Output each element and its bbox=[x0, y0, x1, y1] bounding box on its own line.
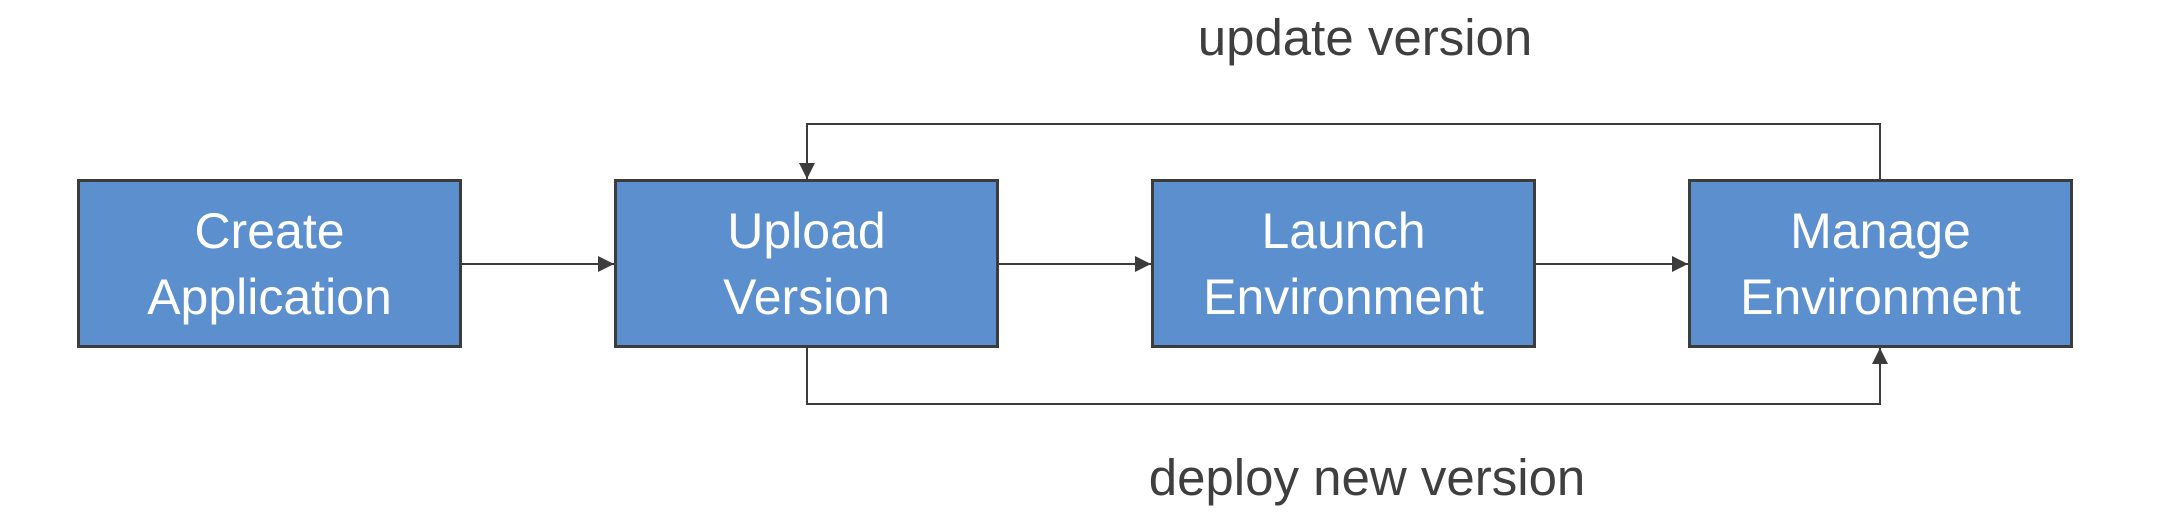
launch-environment-label: Launch Environment bbox=[1203, 198, 1484, 330]
box-label-line: Upload bbox=[727, 202, 886, 259]
box-label-line: Manage bbox=[1790, 202, 1971, 259]
upload-version-label: Upload Version bbox=[723, 198, 890, 330]
create-application-box: Create Application bbox=[77, 179, 462, 348]
box-label-line: Environment bbox=[1203, 268, 1484, 325]
launch-environment-box: Launch Environment bbox=[1151, 179, 1536, 348]
box-label-line: Launch bbox=[1261, 202, 1426, 259]
upload-version-box: Upload Version bbox=[614, 179, 999, 348]
arrow-deploy-new-version-loop bbox=[806, 348, 1888, 405]
update-version-label: update version bbox=[1197, 9, 1533, 66]
create-application-label: Create Application bbox=[147, 198, 392, 330]
box-label-line: Create bbox=[194, 202, 345, 259]
box-label-line: Environment bbox=[1740, 268, 2021, 325]
manage-environment-box: Manage Environment bbox=[1688, 179, 2073, 348]
arrow-update-version-loop bbox=[799, 123, 1881, 179]
manage-environment-label: Manage Environment bbox=[1740, 198, 2021, 330]
box-label-line: Version bbox=[723, 268, 890, 325]
box-label-line: Application bbox=[147, 268, 392, 325]
deploy-new-version-label: deploy new version bbox=[1148, 449, 1586, 506]
